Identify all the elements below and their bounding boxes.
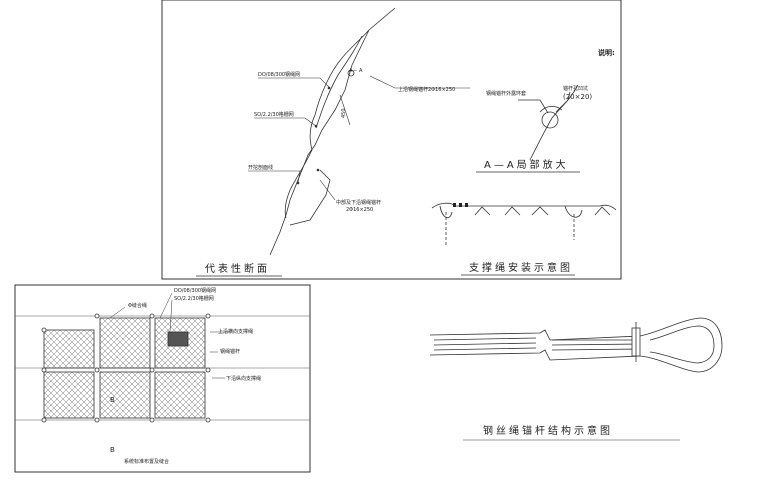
- detail-title: A—A局部放大: [484, 158, 569, 171]
- left-label-g: B: [110, 396, 115, 404]
- support-title: 支撑绳安装示意图: [469, 261, 573, 274]
- leader-lines: [248, 75, 470, 201]
- left-label-f: 下沿纵向支撑绳: [226, 375, 261, 382]
- detail-a-drawing: [518, 84, 579, 161]
- excavation-label: 开挖剖面线: [248, 164, 273, 171]
- support-rope-drawing: [431, 202, 617, 246]
- left-label-b: DO/08/300钢绳网: [174, 287, 216, 294]
- left-label-a: Φ缝合绳: [128, 302, 147, 309]
- left-label-c: SO/2.2/30格栅网: [174, 295, 214, 302]
- hole-size: (20×20): [563, 93, 592, 101]
- anchor-nodes: [41, 313, 211, 423]
- detail-circle-a: [347, 69, 355, 77]
- rope-anchor-drawing: [429, 317, 723, 373]
- mid-anchor-label-2: 2Φ16×250: [346, 207, 373, 213]
- left-title: 系统标准布置及缝合: [124, 458, 169, 465]
- section-title: 代表性断面: [205, 262, 270, 275]
- left-label-e: 钢绳锚杆: [220, 348, 240, 355]
- left-panel-frame: [14, 284, 311, 473]
- dimension-label: 450: [341, 108, 347, 118]
- rope-clips: [453, 203, 468, 207]
- section-mark: A— A: [349, 68, 363, 74]
- left-leaders: [109, 292, 230, 379]
- mid-anchor-label-1: 中部及下沿钢绳锚杆: [336, 199, 381, 206]
- ring-label: 钢绳锚杆外露环套: [486, 90, 526, 97]
- left-mark: B: [110, 446, 115, 454]
- net2-label: SO/2.2/30格栅网: [254, 111, 294, 118]
- mesh-panels: [43, 317, 206, 419]
- net1-label: DO/08/300钢绳网: [258, 71, 300, 78]
- right-title: 钢丝绳锚杆结构示意图: [483, 424, 613, 437]
- slope-profile: [269, 7, 396, 256]
- hole-label: 锚杆孔凹坑: [563, 85, 588, 92]
- upper-anchor-label: 上沿钢绳锚杆2Φ16×250: [398, 86, 455, 93]
- top-panel-frame: [161, 0, 622, 280]
- left-label-d: 上沿横向支撑绳: [218, 328, 253, 335]
- note-label: 说明:: [598, 48, 615, 57]
